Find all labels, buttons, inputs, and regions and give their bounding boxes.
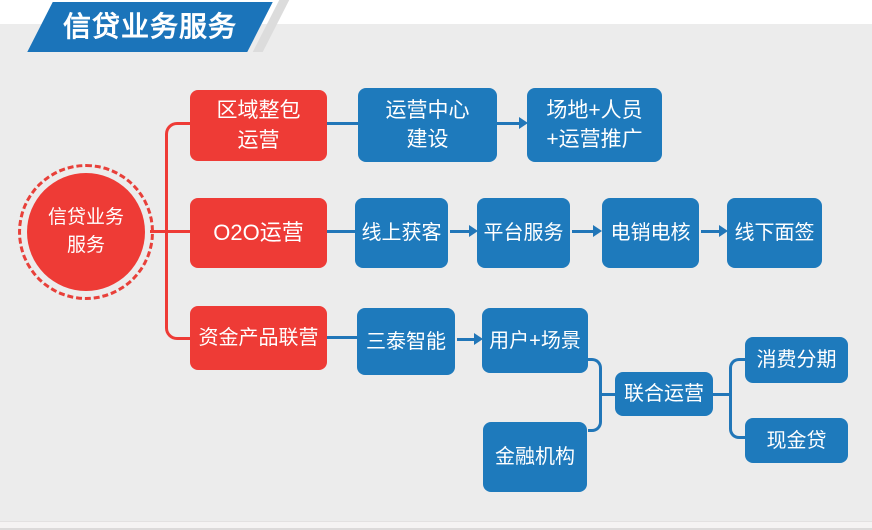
node-consumer-installment: 消费分期 <box>745 337 848 383</box>
connector-merge-fork <box>588 358 602 432</box>
arrow-row2-b <box>450 225 478 237</box>
connector-root-to-bracket <box>150 230 192 233</box>
node-operation-center-construction: 运营中心 建设 <box>358 88 497 162</box>
node-offline-signing: 线下面签 <box>727 198 822 268</box>
node-o2o-operation: O2O运营 <box>190 198 327 268</box>
connector-split-stub <box>713 393 731 396</box>
bottom-strip <box>0 521 872 530</box>
node-regional-package-operation: 区域整包 运营 <box>190 90 327 161</box>
connector-merge-stub <box>602 393 615 396</box>
node-platform-service: 平台服务 <box>477 198 570 268</box>
node-telesales-verification: 电销电核 <box>602 198 699 268</box>
node-financial-institution: 金融机构 <box>483 422 587 492</box>
node-online-customer-acquisition: 线上获客 <box>355 198 448 268</box>
node-joint-operation: 联合运营 <box>615 372 713 416</box>
connector-row2-a <box>327 230 355 233</box>
root-node: 信贷业务 服务 <box>27 173 145 291</box>
page-title: 信贷业务服务 <box>62 11 237 42</box>
arrow-row1-b <box>497 117 528 129</box>
connector-red-bracket <box>165 122 191 340</box>
node-santai-intelligence: 三泰智能 <box>357 308 455 375</box>
node-user-scenario: 用户+场景 <box>482 308 588 373</box>
connector-row3-a <box>327 336 357 339</box>
arrow-row2-c <box>572 225 602 237</box>
node-funding-product-alliance: 资金产品联营 <box>190 306 327 370</box>
arrow-row3-b <box>457 333 483 345</box>
connector-row1-a <box>327 122 358 125</box>
node-site-staff-promotion: 场地+人员 +运营推广 <box>527 88 662 162</box>
connector-split-fork <box>729 358 745 439</box>
title-banner: 信贷业务服务 <box>27 2 273 52</box>
arrow-row2-d <box>701 225 728 237</box>
node-cash-loan: 现金贷 <box>745 418 848 463</box>
